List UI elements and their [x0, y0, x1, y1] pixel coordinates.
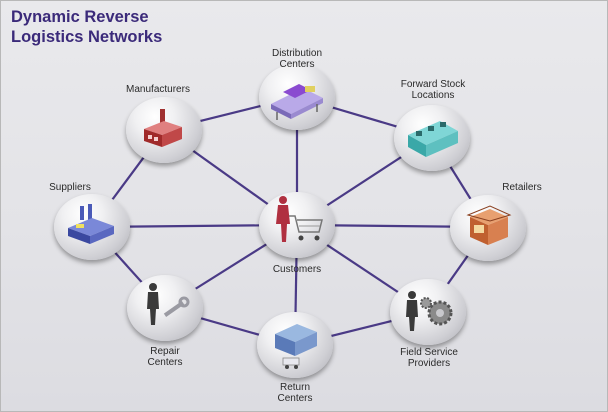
node-field-service-providers: [390, 279, 466, 345]
label-manufacturers: Manufacturers: [126, 84, 190, 95]
node-forward-stock-locations: [394, 105, 470, 171]
node-return-centers: [257, 312, 333, 378]
label-retailers: Retailers: [502, 182, 542, 193]
node-manufacturers: [126, 97, 202, 163]
conveyor-icon: [271, 84, 323, 120]
label-suppliers: Suppliers: [49, 182, 91, 193]
supplier-factory-icon: [68, 204, 114, 244]
label-return-centers: Return Centers: [277, 382, 313, 404]
shopper-cart-icon: [276, 196, 323, 242]
factory-icon: [144, 109, 182, 147]
label-field-service-providers: Field Service Providers: [400, 347, 458, 369]
node-customers: [259, 192, 335, 258]
node-suppliers: [54, 194, 130, 260]
node-retailers: [450, 195, 526, 261]
title-line-1: Dynamic Reverse: [11, 8, 149, 26]
store-icon: [466, 205, 512, 245]
truck-depot-icon: [275, 324, 317, 369]
node-distribution-centers: [259, 64, 335, 130]
title-line-2: Logistics Networks: [11, 28, 163, 46]
node-repair-centers: [127, 275, 203, 341]
diagram-title: Dynamic Reverse Logistics Networks: [11, 7, 162, 47]
technician-gear-icon: [406, 291, 453, 331]
mechanic-wrench-icon: [147, 283, 190, 325]
label-customers: Customers: [272, 264, 322, 275]
label-forward-stock-locations: Forward Stock Locations: [400, 79, 466, 101]
label-repair-centers: Repair Centers: [147, 346, 183, 368]
label-distribution-centers: Distribution Centers: [271, 48, 323, 70]
warehouse-icon: [408, 121, 458, 157]
